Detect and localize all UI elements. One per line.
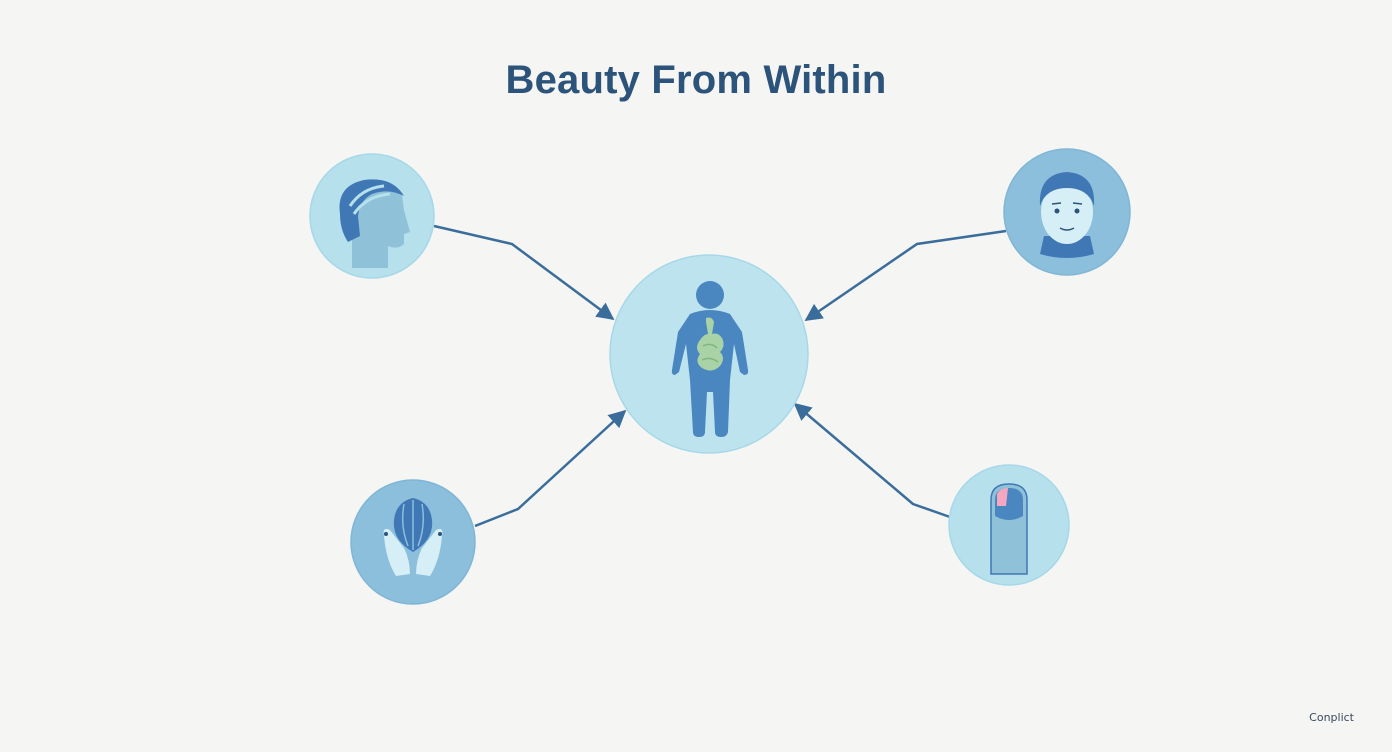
diagram-title: Beauty From Within bbox=[505, 58, 887, 102]
nail-finger-icon bbox=[990, 483, 1028, 575]
connector-face-to-center bbox=[804, 229, 1007, 322]
body-organs-icon bbox=[671, 281, 749, 437]
center-node bbox=[609, 254, 809, 454]
connector-nail-to-center bbox=[793, 402, 951, 519]
hair-node bbox=[309, 153, 435, 279]
gut-node bbox=[350, 479, 476, 605]
nail-node bbox=[948, 464, 1070, 586]
hands-digestion-icon bbox=[383, 498, 443, 576]
face-skin-icon bbox=[1039, 172, 1095, 258]
watermark-text: Conplict bbox=[1309, 711, 1354, 724]
connector-hair-to-center bbox=[433, 224, 615, 321]
connector-gut-to-center bbox=[474, 409, 627, 528]
face-node bbox=[1003, 148, 1131, 276]
hair-profile-icon bbox=[339, 179, 410, 268]
